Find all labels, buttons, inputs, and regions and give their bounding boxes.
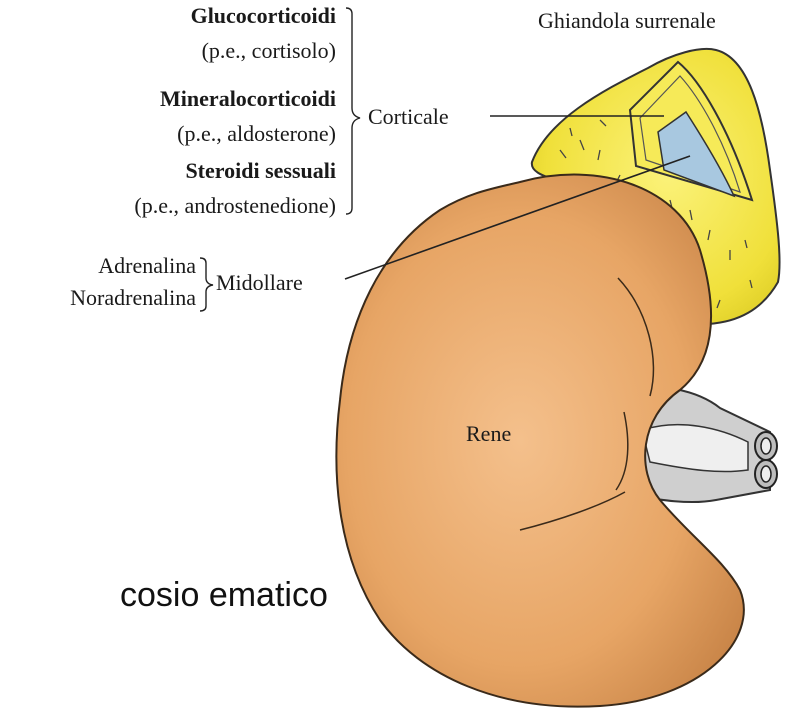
sex-steroids-example: (p.e., androstenedione): [134, 195, 336, 217]
mineralocorticoids-label: Mineralocorticoidi: [160, 88, 336, 110]
glucocorticoids-label: Glucocorticoidi: [191, 5, 336, 27]
adrenaline-label: Adrenalina: [98, 255, 196, 277]
medulla-label: Midollare: [216, 272, 303, 294]
kidney-label: Rene: [466, 423, 511, 445]
cortex-label: Corticale: [368, 106, 449, 128]
caption-text: cosio ematico: [120, 578, 328, 612]
sex-steroids-label: Steroidi sessuali: [185, 160, 336, 182]
adrenal-gland-label: Ghiandola surrenale: [538, 10, 716, 32]
cortex-brace: [346, 8, 360, 214]
glucocorticoids-example: (p.e., cortisolo): [202, 40, 336, 62]
noradrenaline-label: Noradrenalina: [70, 287, 196, 309]
medulla-brace: [200, 258, 213, 311]
mineralocorticoids-example: (p.e., aldosterone): [177, 123, 336, 145]
